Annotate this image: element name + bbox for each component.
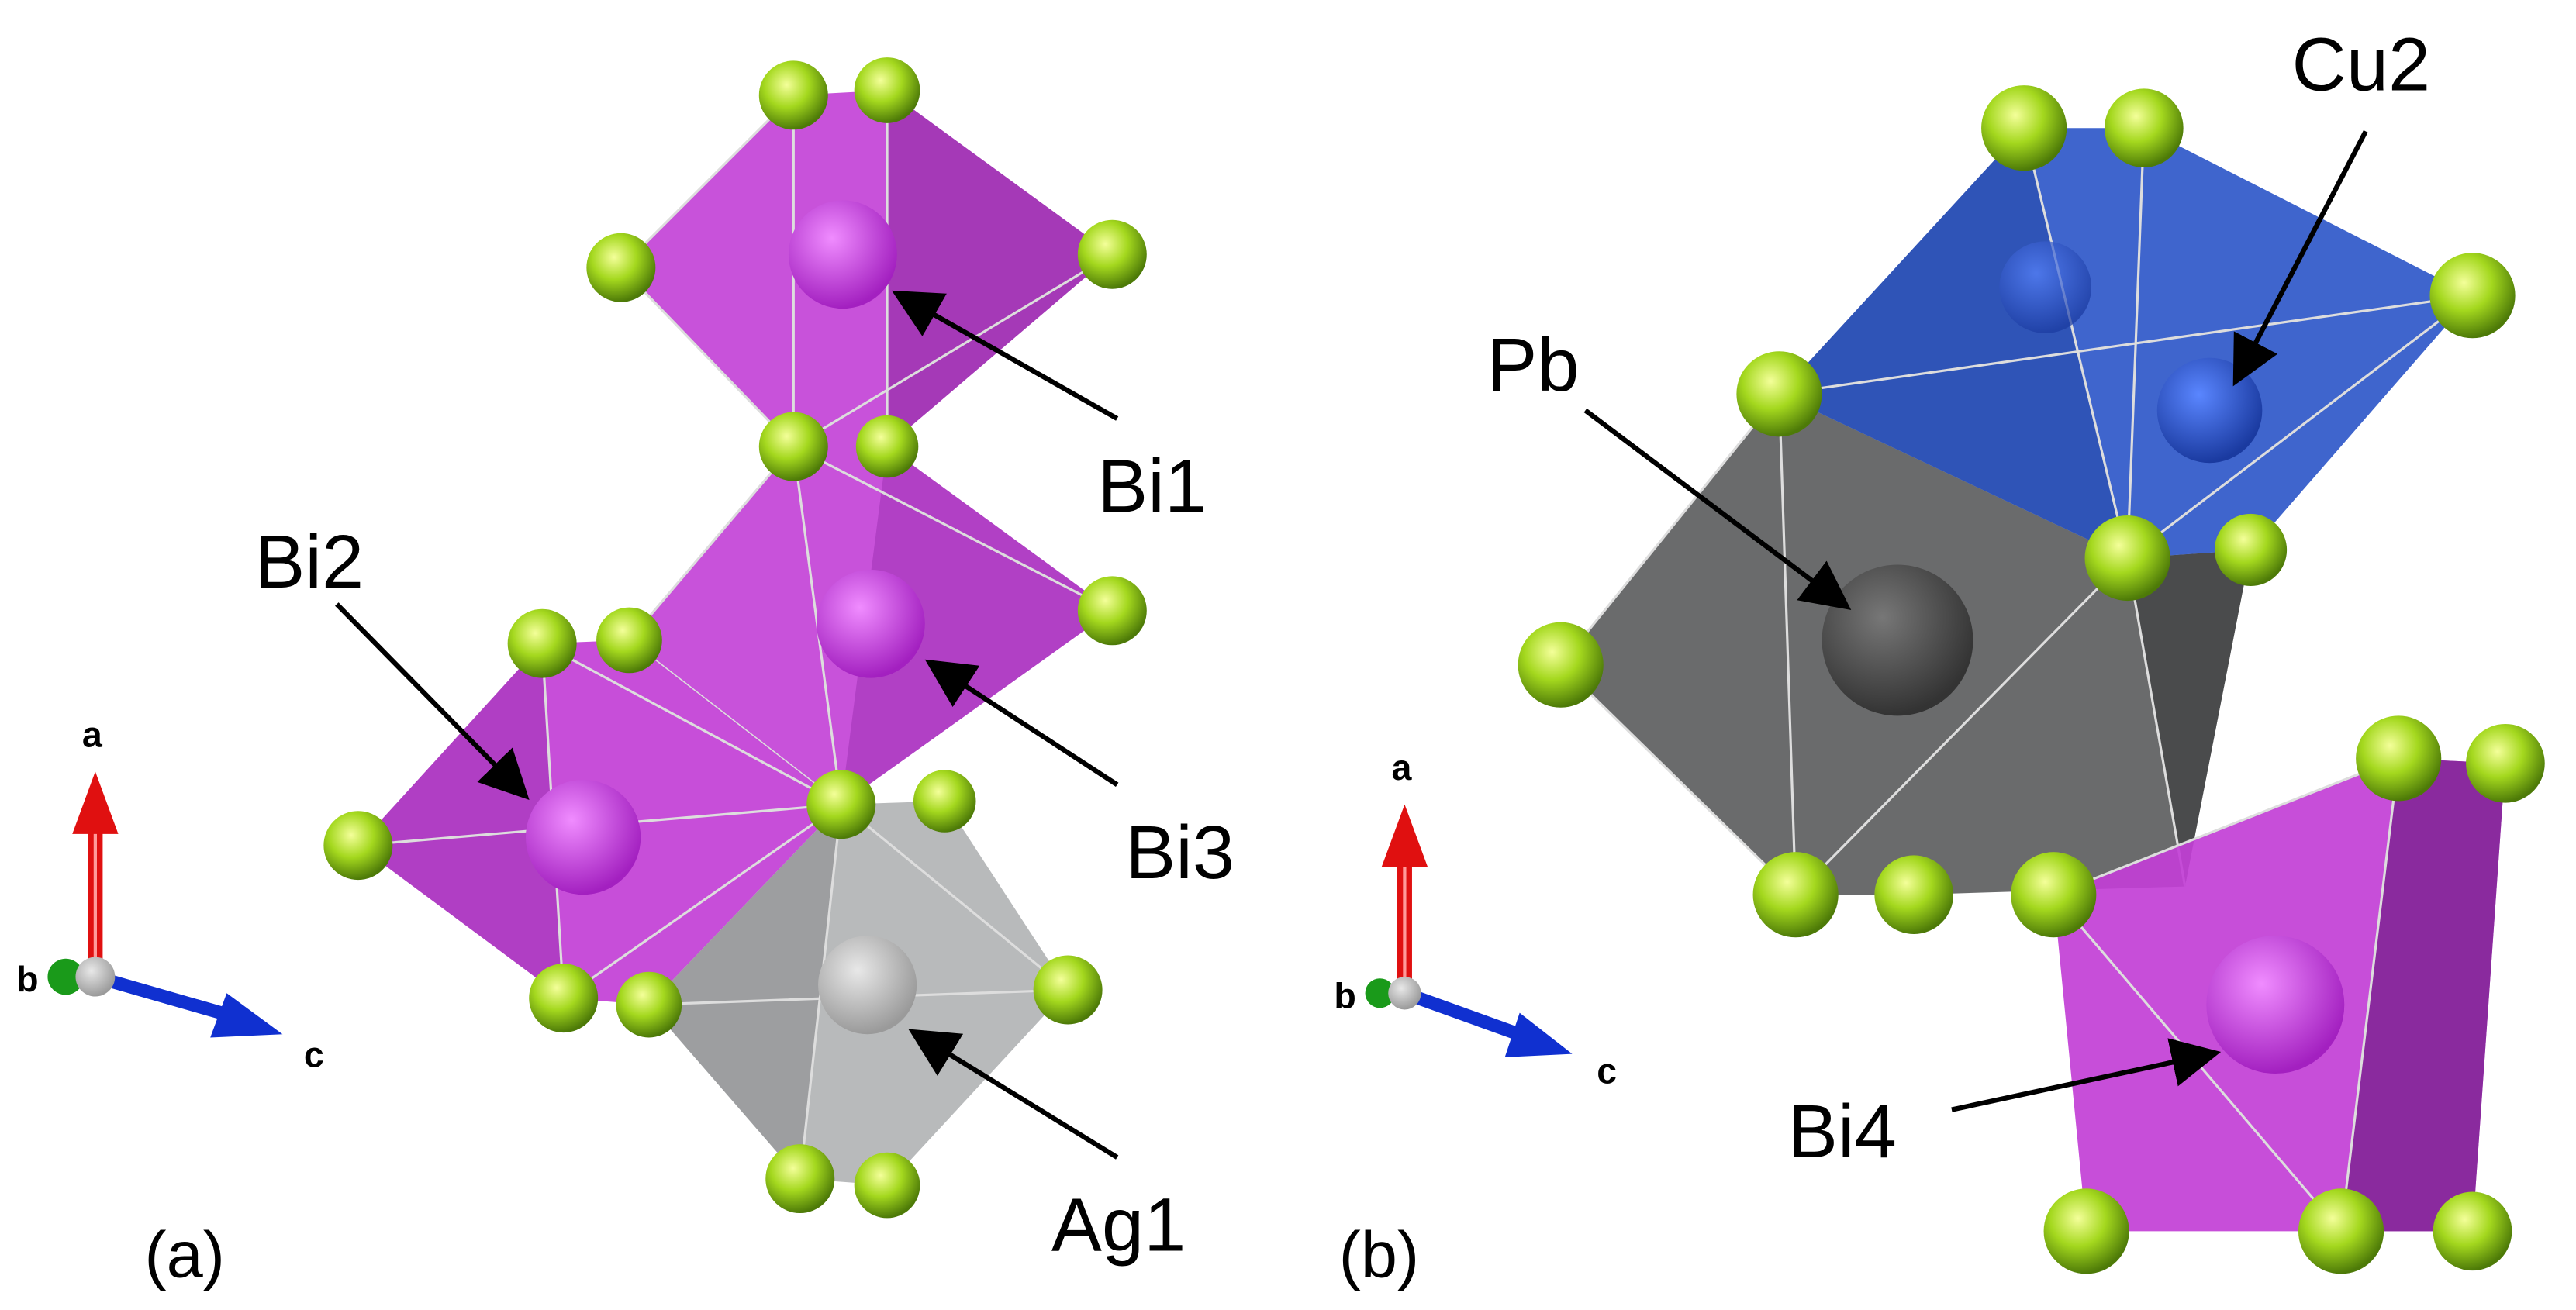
- panel-a: Bi1 Bi2 Bi3 Ag1 (a) a b c: [16, 57, 1234, 1291]
- bi2-pointer: [335, 602, 530, 800]
- label-bi2: Bi2: [254, 519, 364, 604]
- label-bi1: Bi1: [1097, 444, 1207, 529]
- axis-a-label: a: [82, 715, 103, 755]
- bi3-octahedron: [628, 445, 1114, 805]
- ligand-atoms-b: [1518, 85, 2545, 1274]
- axis-c-label: c: [304, 1035, 324, 1075]
- panel-b: Pb Cu2 Bi4 (b) a b c: [1334, 22, 2545, 1291]
- bi3-pointer: [924, 659, 1119, 787]
- label-ag1: Ag1: [1051, 1183, 1186, 1267]
- axis-c-label: c: [1597, 1051, 1617, 1091]
- bi2-octahedron: [357, 639, 842, 1005]
- panel-a-label: (a): [144, 1218, 225, 1291]
- axis-triad-b: a b c: [1334, 747, 1617, 1091]
- label-bi4: Bi4: [1787, 1089, 1897, 1174]
- cu2-pointer: [2232, 129, 2368, 387]
- bi4-pointer: [1951, 1038, 2222, 1112]
- label-cu2: Cu2: [2291, 22, 2430, 106]
- cu2-polyhedron: [1779, 127, 2474, 560]
- axis-triad-a: a b c: [16, 715, 324, 1075]
- label-pb: Pb: [1487, 322, 1579, 407]
- bi4-polyhedron: [2053, 757, 2505, 1232]
- axis-a-label: a: [1391, 747, 1412, 788]
- panel-b-label: (b): [1339, 1218, 1420, 1291]
- axis-b-label: b: [1334, 975, 1355, 1015]
- label-bi3: Bi3: [1125, 810, 1234, 895]
- bi1-pointer: [891, 290, 1119, 421]
- axis-b-label: b: [16, 959, 38, 999]
- ag1-octahedron: [648, 801, 1069, 1186]
- ligand-atoms-a: [323, 57, 1147, 1219]
- ag1-pointer: [908, 1029, 1119, 1160]
- pb-pointer: [1583, 408, 1852, 610]
- bi1-octahedron: [620, 90, 1114, 448]
